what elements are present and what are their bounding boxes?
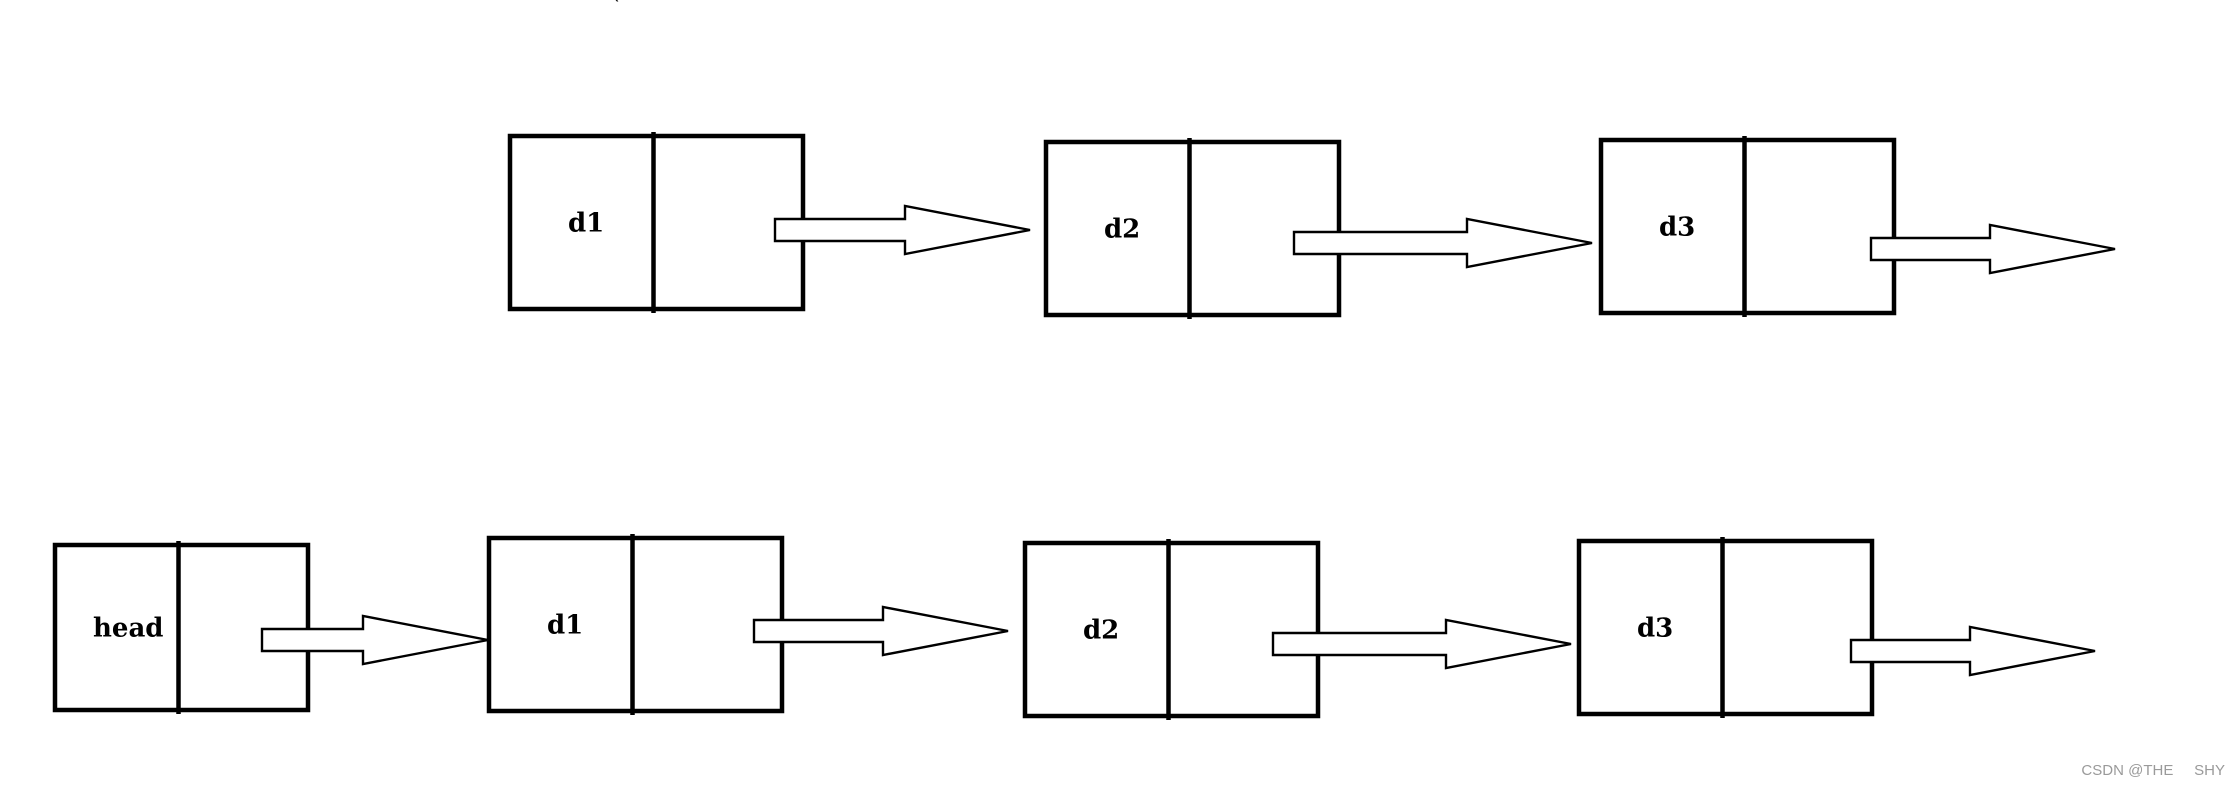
node-label: d2 [1083, 616, 1119, 646]
node-label: d3 [1637, 614, 1673, 644]
next-pointer-arrow [260, 614, 489, 666]
node-box [486, 535, 785, 714]
node-d3: d3 [1598, 136, 1897, 317]
node-d3: d3 [1576, 537, 1875, 718]
watermark: CSDN @THE SHY [2081, 762, 2225, 779]
row-list-with-head: head d1 d2 d3 [52, 534, 2096, 720]
next-pointer-arrow [1849, 625, 2096, 677]
next-pointer-arrow [1271, 618, 1572, 670]
node-box [1022, 540, 1321, 719]
next-pointer-arrow [1869, 223, 2116, 275]
node-label: d1 [568, 209, 604, 239]
node-d1: d1 [486, 534, 785, 715]
node-label: d2 [1104, 215, 1140, 245]
node-box [507, 133, 806, 312]
node-box [52, 542, 311, 713]
node-d2: d2 [1022, 539, 1321, 720]
next-pointer-arrow [752, 605, 1009, 657]
node-box [1043, 139, 1342, 318]
next-pointer-arrow [773, 204, 1031, 256]
row-list-without-head: d1 d2 d3 [507, 132, 2116, 319]
node-head: head [52, 541, 311, 714]
node-d2: d2 [1043, 138, 1342, 319]
node-box [1576, 538, 1875, 717]
next-pointer-arrow [1292, 217, 1593, 269]
node-label: d3 [1659, 213, 1695, 243]
node-label: head [93, 614, 163, 644]
stray-mark: ` [612, 0, 622, 19]
node-label: d1 [547, 611, 583, 641]
node-box [1598, 137, 1897, 316]
node-d1: d1 [507, 132, 806, 313]
